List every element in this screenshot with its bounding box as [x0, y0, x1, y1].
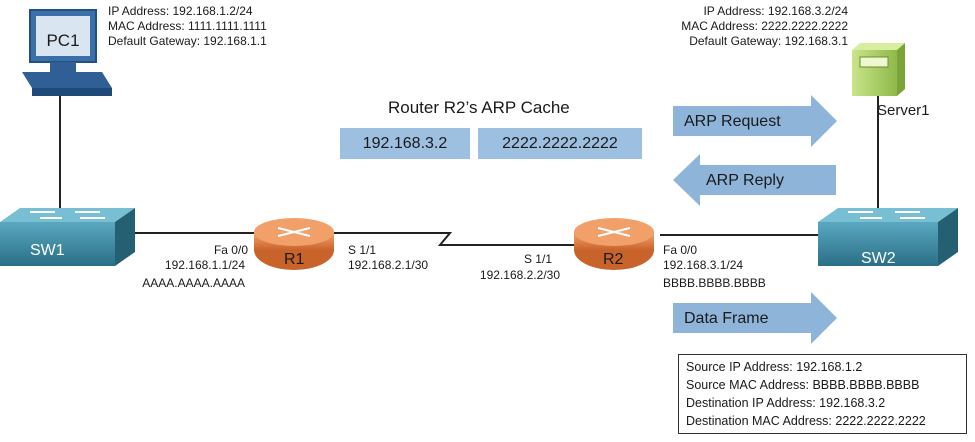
data-frame-arrow: [673, 292, 837, 344]
r2-fa-interface: Fa 0/0: [663, 243, 698, 257]
pc1-icon: [22, 9, 112, 96]
sw2-label: SW2: [861, 250, 896, 267]
server1-default-gateway: Default Gateway: 192.168.3.1: [689, 34, 848, 48]
pc1-label: PC1: [46, 31, 79, 50]
pc1-default-gateway: Default Gateway: 192.168.1.1: [108, 34, 267, 48]
data-frame-label: Data Frame: [684, 310, 769, 327]
r2-label: R2: [603, 251, 624, 268]
frame-destination-mac: Destination MAC Address: 2222.2222.2222: [686, 414, 926, 428]
pc1-ip-address: IP Address: 192.168.1.2/24: [108, 4, 253, 18]
server1-label: Server1: [877, 102, 930, 119]
arp-reply-arrow: [673, 154, 836, 206]
r1-label: R1: [284, 251, 305, 268]
data-frame-details: Source IP Address: 192.168.1.2 Source MA…: [678, 354, 967, 434]
r1-icon: [254, 218, 334, 270]
r2-icon: [574, 218, 654, 270]
sw2-icon: [818, 208, 958, 266]
arp-cache-ip: 192.168.3.2: [340, 128, 470, 159]
sw1-icon: [0, 208, 135, 266]
frame-destination-ip: Destination IP Address: 192.168.3.2: [686, 396, 886, 410]
server1-ip-address: IP Address: 192.168.3.2/24: [703, 4, 848, 18]
arp-cache-mac: 2222.2222.2222: [478, 128, 642, 159]
arp-request-label: ARP Request: [684, 113, 781, 130]
pc1-mac-address: MAC Address: 1111.1111.1111: [108, 19, 267, 33]
r2-fa-ip: 192.168.3.1/24: [663, 258, 744, 272]
arp-cache-title: Router R2’s ARP Cache: [388, 98, 570, 117]
sw1-label: SW1: [30, 242, 65, 259]
r1-serial-interface: S 1/1: [348, 243, 377, 257]
frame-source-ip: Source IP Address: 192.168.1.2: [686, 360, 863, 374]
r2-serial-interface: S 1/1: [523, 252, 552, 266]
r1-serial-ip: 192.168.2.1/30: [348, 258, 429, 272]
frame-source-mac: Source MAC Address: BBBB.BBBB.BBBB: [686, 378, 920, 392]
r1-fa-interface: Fa 0/0: [213, 243, 248, 257]
serial-link: [332, 232, 575, 246]
r1-fa-mac: AAAA.AAAA.AAAA: [142, 276, 245, 290]
arp-request-arrow: [673, 95, 837, 147]
server1-icon: [852, 43, 905, 96]
r2-fa-mac: BBBB.BBBB.BBBB: [663, 276, 766, 290]
arp-reply-label: ARP Reply: [706, 172, 784, 189]
r2-serial-ip: 192.168.2.2/30: [479, 268, 560, 282]
r1-fa-ip: 192.168.1.1/24: [164, 258, 245, 272]
server1-mac-address: MAC Address: 2222.2222.2222: [681, 19, 848, 33]
